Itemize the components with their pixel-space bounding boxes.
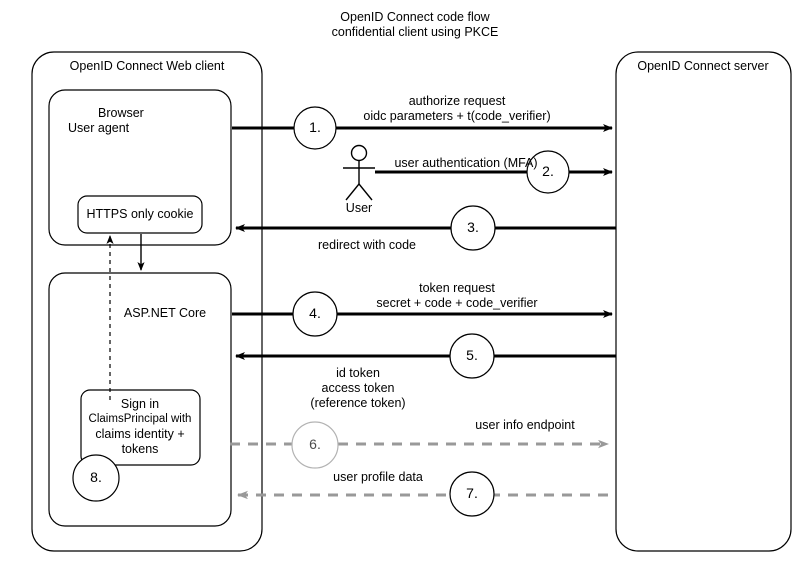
- step-7-label: user profile data: [333, 470, 423, 484]
- server-container-label: OpenID Connect server: [637, 59, 769, 73]
- step-circle-7[interactable]: [449, 471, 495, 517]
- step-number-7: 7.: [466, 485, 478, 501]
- step-number-4: 4.: [309, 305, 321, 321]
- step-number-3: 3.: [467, 219, 479, 235]
- user-actor-label: User: [345, 201, 373, 215]
- step-number-1: 1.: [309, 119, 321, 135]
- signin-label-line2: ClaimsPrincipal with: [88, 413, 192, 425]
- step-5-label-line3: (reference token): [310, 396, 406, 410]
- signin-label-line3: claims identity +: [95, 427, 185, 441]
- step-circle-4[interactable]: [292, 291, 338, 337]
- diagram-title-line2: confidential client using PKCE: [331, 25, 499, 39]
- step-number-2: 2.: [542, 163, 554, 179]
- step-circle-5[interactable]: [449, 333, 495, 379]
- browser-label-line2: User agent: [68, 121, 130, 135]
- step-number-6: 6.: [309, 436, 321, 452]
- step-number-5: 5.: [466, 347, 478, 363]
- step-4-label-line2: secret + code + code_verifier: [376, 296, 538, 310]
- aspnet-core-label: ASP.NET Core: [123, 306, 207, 320]
- step-1-label-line1: authorize request: [408, 94, 506, 108]
- https-cookie-box: [77, 195, 203, 234]
- step-circle-1[interactable]: [293, 106, 337, 150]
- step-circle-3[interactable]: [450, 205, 496, 251]
- server-container-box: [615, 51, 792, 552]
- https-cookie-label: HTTPS only cookie: [86, 207, 194, 221]
- signin-label-line1: Sign in: [120, 397, 160, 411]
- step-circle-8[interactable]: [72, 454, 120, 502]
- signin-box: [80, 389, 201, 466]
- step-5-label-line2: access token: [321, 381, 395, 395]
- step-circle-6[interactable]: [291, 421, 339, 469]
- step-6-label: user info endpoint: [475, 418, 575, 432]
- step-4-label-line1: token request: [419, 281, 495, 295]
- diagram-title-line1: OpenID Connect code flow: [340, 10, 490, 24]
- client-container-label: OpenID Connect Web client: [69, 59, 225, 73]
- step-3-label: redirect with code: [318, 238, 416, 252]
- step-number-8: 8.: [90, 469, 102, 485]
- step-1-label-line2: oidc parameters + t(code_verifier): [363, 109, 551, 123]
- step-circle-2[interactable]: [526, 150, 570, 194]
- user-actor-icon: [343, 144, 375, 201]
- step-2-label: user authentication (MFA): [394, 156, 538, 170]
- browser-label-line1: Browser: [98, 106, 144, 120]
- signin-label-line4: tokens: [121, 442, 159, 456]
- step-5-label-line1: id token: [336, 366, 380, 380]
